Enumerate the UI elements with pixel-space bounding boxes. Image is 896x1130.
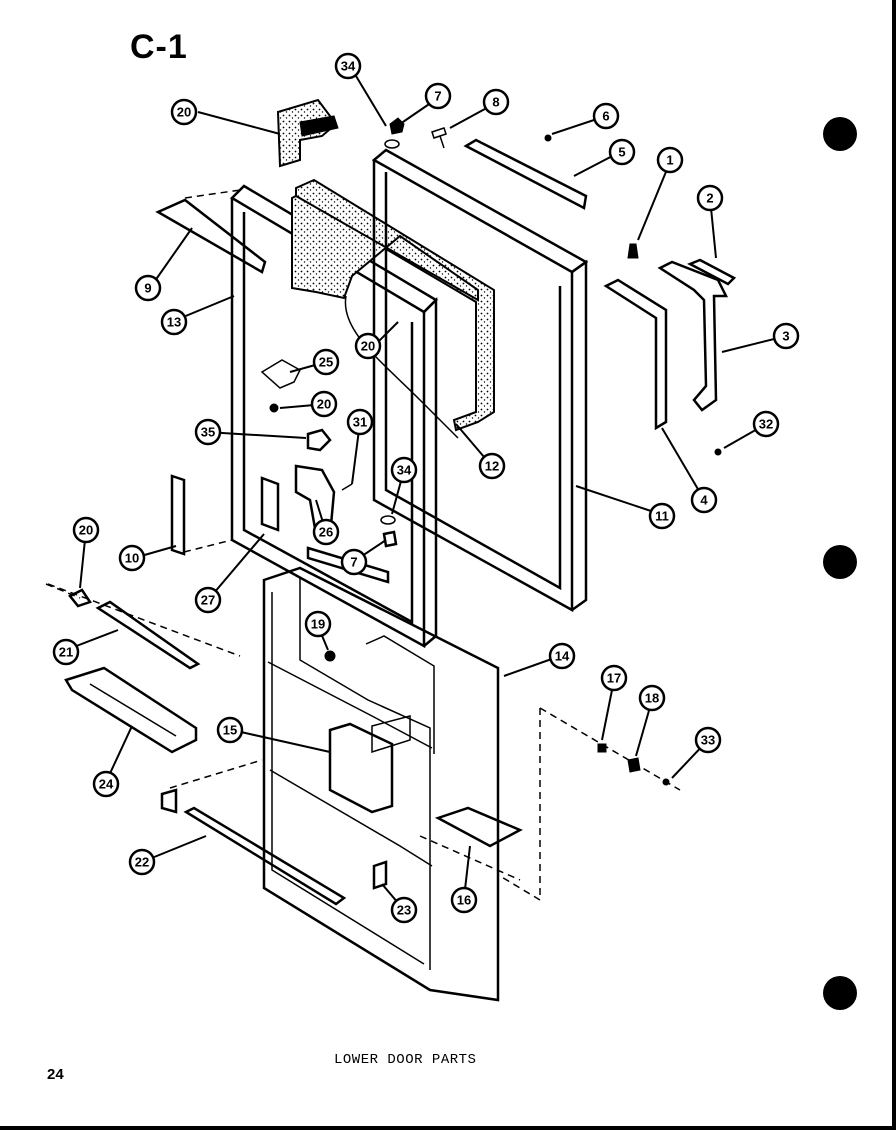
- callout-18: 18: [638, 684, 666, 712]
- callout-10: 10: [118, 544, 146, 572]
- part-hinge-bracket: [603, 243, 737, 431]
- svg-text:7: 7: [350, 555, 357, 570]
- part-lower-trim: [68, 588, 201, 670]
- part-bottom-rail: [160, 788, 347, 906]
- svg-text:17: 17: [607, 671, 621, 686]
- callout-22: 22: [128, 848, 156, 876]
- svg-text:1: 1: [666, 153, 673, 168]
- svg-text:25: 25: [319, 355, 333, 370]
- leader-lines: [65, 65, 787, 911]
- svg-text:18: 18: [645, 691, 659, 706]
- callout-23: 23: [390, 896, 418, 924]
- callout-8: 8: [482, 88, 510, 116]
- svg-text:24: 24: [99, 777, 114, 792]
- svg-text:10: 10: [125, 551, 139, 566]
- callout-2: 2: [696, 184, 724, 212]
- svg-text:15: 15: [223, 723, 237, 738]
- svg-text:23: 23: [397, 903, 411, 918]
- callout-12: 12: [478, 452, 506, 480]
- svg-text:19: 19: [311, 617, 325, 632]
- svg-text:16: 16: [457, 893, 471, 908]
- callout-21: 21: [52, 638, 80, 666]
- part-outer-door: [371, 148, 589, 613]
- part-door-liner: [262, 546, 500, 1002]
- svg-text:27: 27: [201, 593, 215, 608]
- svg-text:12: 12: [485, 459, 499, 474]
- part-top-trim: [155, 189, 267, 274]
- callout-20-bracket: 26: [312, 518, 340, 546]
- callout-20-hinge-cap: 20: [170, 98, 198, 126]
- callout-20-clip: 20: [72, 516, 100, 544]
- callout-33: 33: [694, 726, 722, 754]
- svg-text:5: 5: [618, 145, 625, 160]
- section-label: C-1: [130, 28, 188, 66]
- svg-text:14: 14: [555, 649, 570, 664]
- svg-text:33: 33: [701, 733, 715, 748]
- callout-7-top: 7: [424, 82, 452, 110]
- callout-31: 31: [346, 408, 374, 436]
- callout-20-screw: 20: [310, 390, 338, 418]
- callout-3: 3: [772, 322, 800, 350]
- svg-text:31: 31: [353, 415, 367, 430]
- svg-text:6: 6: [602, 109, 609, 124]
- part-hinge-cover: [276, 98, 339, 168]
- callout-20-frame: 20: [354, 332, 382, 360]
- page-number: 24: [47, 1066, 64, 1083]
- callout-16: 16: [450, 886, 478, 914]
- svg-text:2: 2: [706, 191, 713, 206]
- svg-text:3: 3: [782, 329, 789, 344]
- punch-hole-bottom: [823, 976, 857, 1010]
- callout-6: 6: [592, 102, 620, 130]
- callout-9: 9: [134, 274, 162, 302]
- svg-text:11: 11: [655, 509, 669, 524]
- callout-19: 19: [304, 610, 332, 638]
- callout-24: 24: [92, 770, 120, 798]
- callout-7-lower: 7: [340, 548, 368, 576]
- callout-14: 14: [548, 642, 576, 670]
- svg-text:32: 32: [759, 417, 773, 432]
- callout-25: 25: [312, 348, 340, 376]
- callout-34-top: 34: [334, 52, 362, 80]
- callout-11: 11: [648, 502, 676, 530]
- punch-hole-middle: [823, 545, 857, 579]
- part-shelf: [434, 806, 523, 848]
- svg-text:35: 35: [201, 425, 215, 440]
- callout-1: 1: [656, 146, 684, 174]
- svg-text:20: 20: [361, 339, 375, 354]
- assembly-lines: [45, 583, 681, 902]
- svg-text:9: 9: [144, 281, 151, 296]
- callout-27: 27: [194, 586, 222, 614]
- callout-32: 32: [752, 410, 780, 438]
- svg-text:8: 8: [492, 95, 499, 110]
- part-egg-tray: [64, 666, 198, 754]
- svg-text:20: 20: [177, 105, 191, 120]
- callout-26: 35: [194, 418, 222, 446]
- callout-15: 15: [216, 716, 244, 744]
- part-screws: [597, 743, 670, 786]
- callout-5: 5: [608, 138, 636, 166]
- svg-text:20: 20: [79, 523, 93, 538]
- svg-text:4: 4: [700, 493, 708, 508]
- svg-text:26: 26: [319, 525, 333, 540]
- svg-text:34: 34: [341, 59, 356, 74]
- svg-text:22: 22: [135, 855, 149, 870]
- svg-text:7: 7: [434, 89, 441, 104]
- svg-text:21: 21: [59, 645, 73, 660]
- callout-17: 17: [600, 664, 628, 692]
- callout-4: 4: [690, 486, 718, 514]
- svg-text:34: 34: [397, 463, 412, 478]
- punch-hole-top: [823, 117, 857, 151]
- callout-13: 13: [160, 308, 188, 336]
- part-top-strip: [463, 138, 588, 210]
- svg-text:20: 20: [317, 397, 331, 412]
- diagram-caption: LOWER DOOR PARTS: [334, 1052, 477, 1068]
- callout-34-lower: 34: [390, 456, 418, 484]
- svg-text:13: 13: [167, 315, 181, 330]
